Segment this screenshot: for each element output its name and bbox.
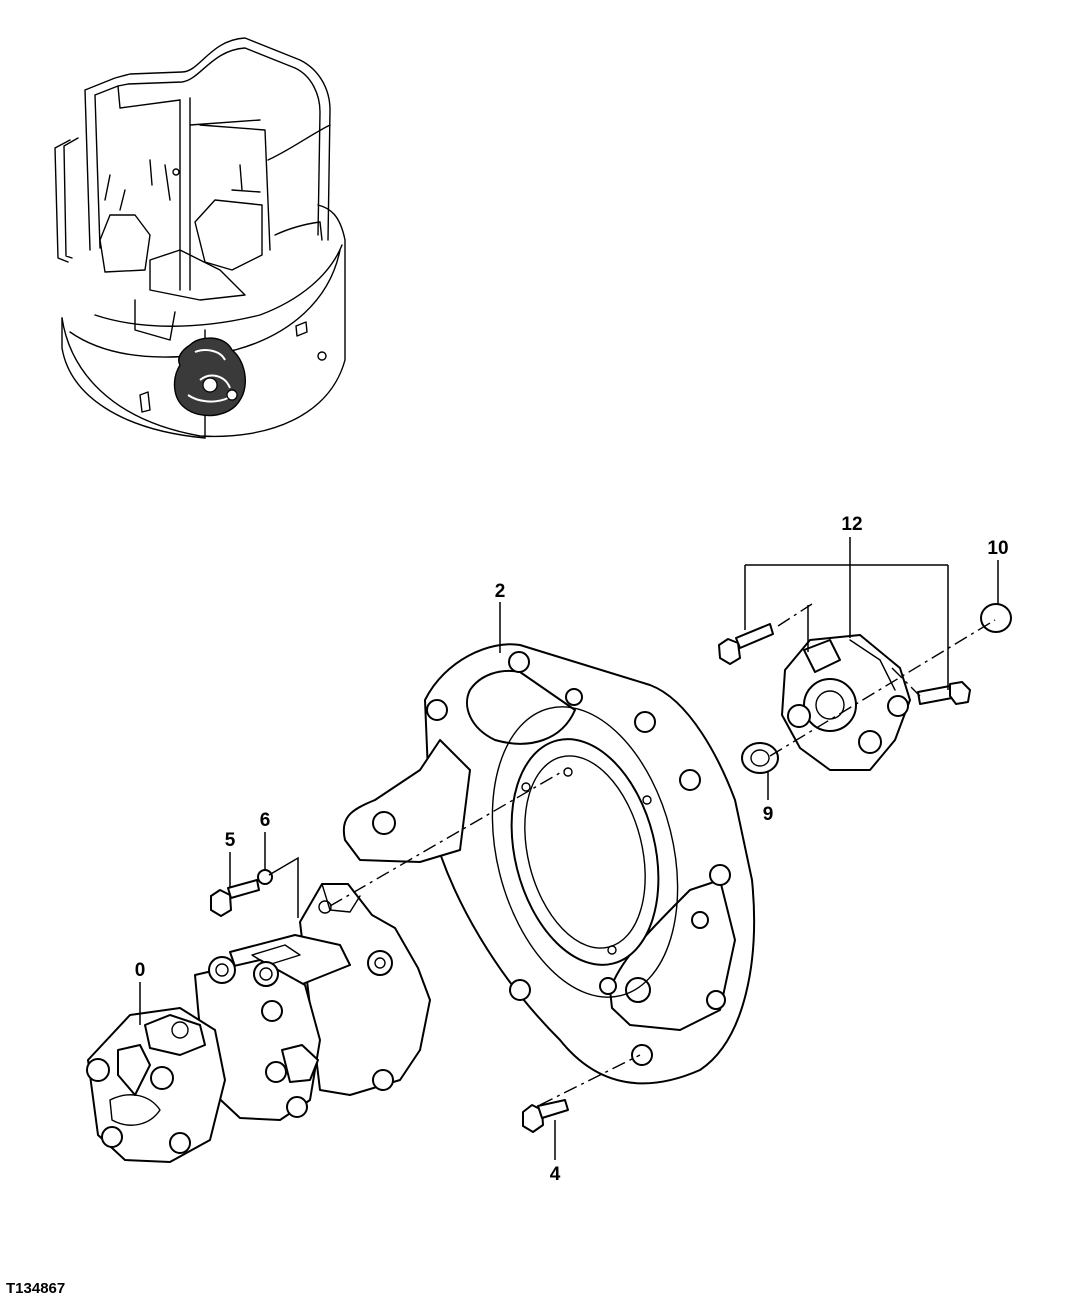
coupling-bolt-upper-illustration bbox=[718, 623, 774, 665]
callout-10: 10 bbox=[987, 538, 1008, 559]
highlighted-pump-location-icon bbox=[173, 337, 246, 417]
seal-9-illustration bbox=[741, 742, 779, 774]
washer-6-illustration bbox=[257, 869, 273, 885]
bolt-5-illustration bbox=[210, 879, 260, 917]
figure-id: T134867 bbox=[6, 1280, 65, 1297]
bolt-4-illustration bbox=[522, 1099, 569, 1133]
leader-lines bbox=[139, 537, 999, 1160]
coupling-bolt-lower-illustration bbox=[917, 681, 971, 705]
plug-10-illustration bbox=[980, 603, 1012, 633]
alignment-centerlines bbox=[329, 603, 996, 1106]
callout-5: 5 bbox=[225, 830, 236, 851]
pump-mounting-flange-illustration bbox=[342, 643, 755, 1085]
machine-locator-illustration bbox=[54, 37, 346, 439]
callout-0: 0 bbox=[135, 960, 146, 981]
callout-12: 12 bbox=[841, 514, 862, 535]
callout-9: 9 bbox=[763, 804, 774, 825]
callout-2: 2 bbox=[495, 581, 506, 602]
flexible-coupling-illustration bbox=[781, 634, 911, 771]
callout-6: 6 bbox=[260, 810, 271, 831]
callout-4: 4 bbox=[550, 1164, 561, 1185]
hydraulic-pump-illustration bbox=[86, 883, 431, 1163]
